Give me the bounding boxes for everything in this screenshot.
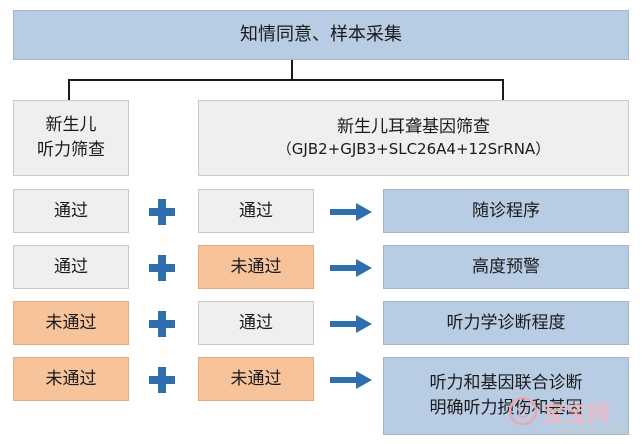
row4-hearing-result: 未通过 (13, 357, 129, 401)
arrow-right-icon (330, 315, 372, 333)
connector-trunk (291, 60, 293, 80)
gene-screening-line1: 新生儿耳聋基因筛查 (337, 116, 490, 137)
consent-sampling-label: 知情同意、样本采集 (240, 23, 402, 45)
row3-gene-label: 通过 (239, 312, 273, 333)
row4-hearing-label: 未通过 (45, 368, 97, 389)
row3-hearing-label: 未通过 (45, 312, 97, 333)
row4-outcome: 听力和基因联合诊断 明确听力损伤和基因 (383, 357, 629, 435)
row1-gene-label: 通过 (239, 200, 273, 221)
watermark: 宝宝网 www.8bb.com (508, 390, 638, 442)
plus-icon (149, 255, 175, 281)
plus-icon (149, 311, 175, 337)
hearing-screening-box: 新生儿 听力筛查 (13, 100, 129, 176)
row4-gene-result: 未通过 (198, 357, 314, 401)
row1-hearing-label: 通过 (54, 200, 88, 221)
row3-hearing-result: 未通过 (13, 301, 129, 345)
watermark-url: www.8bb.com (556, 426, 627, 437)
row2-hearing-result: 通过 (13, 245, 129, 289)
row4-outcome-line2: 明确听力损伤和基因 (429, 398, 583, 418)
row3-gene-result: 通过 (198, 301, 314, 345)
plus-icon (149, 367, 175, 393)
gene-screening-box: 新生儿耳聋基因筛查 （GJB2+GJB3+SLC26A4+12SrRNA） (198, 100, 629, 176)
row4-gene-label: 未通过 (230, 368, 282, 389)
plus-icon (149, 199, 175, 225)
watermark-text: 宝宝网 (542, 402, 612, 427)
row1-gene-result: 通过 (198, 189, 314, 233)
row3-outcome-label: 听力学诊断程度 (446, 312, 566, 333)
watermark-logo-icon (508, 396, 538, 426)
row1-outcome-label: 随诊程序 (472, 200, 540, 221)
connector-right-drop (502, 79, 504, 100)
arrow-right-icon (330, 371, 372, 389)
row3-outcome: 听力学诊断程度 (383, 301, 629, 345)
row2-outcome: 高度预警 (383, 245, 629, 289)
connector-bar (68, 79, 504, 81)
row2-hearing-label: 通过 (54, 256, 88, 277)
row1-hearing-result: 通过 (13, 189, 129, 233)
row1-outcome: 随诊程序 (383, 189, 629, 233)
row2-outcome-label: 高度预警 (472, 256, 540, 277)
arrow-right-icon (330, 259, 372, 277)
row2-gene-label: 未通过 (230, 256, 282, 277)
arrow-right-icon (330, 203, 372, 221)
connector-left-drop (68, 79, 70, 100)
row2-gene-result: 未通过 (198, 245, 314, 289)
hearing-screening-line2: 听力筛查 (37, 140, 105, 160)
row4-outcome-line1: 听力和基因联合诊断 (429, 373, 583, 394)
gene-screening-line2: （GJB2+GJB3+SLC26A4+12SrRNA） (276, 140, 551, 159)
consent-sampling-box: 知情同意、样本采集 (13, 10, 629, 60)
hearing-screening-line1: 新生儿 (45, 115, 97, 136)
